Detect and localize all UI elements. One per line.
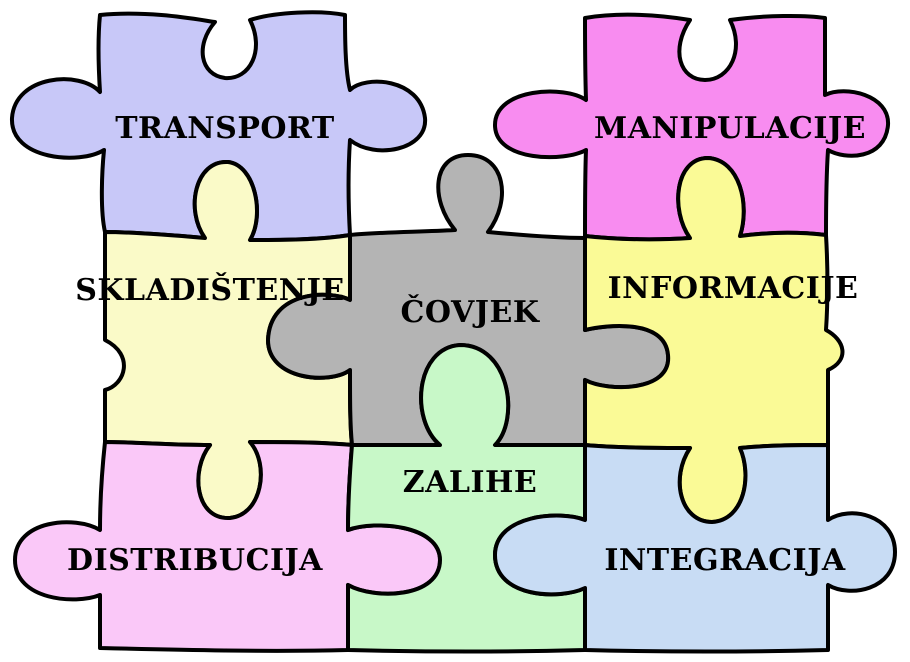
label-zalihe: ZALIHE <box>403 465 538 500</box>
label-informacije: INFORMACIJE <box>608 271 859 306</box>
label-covjek: ČOVJEK <box>401 294 540 330</box>
label-distribucija: DISTRIBUCIJA <box>67 543 323 578</box>
label-integracija: INTEGRACIJA <box>604 543 846 578</box>
label-transport: TRANSPORT <box>115 111 335 146</box>
label-manipulacije: MANIPULACIJE <box>594 111 866 146</box>
label-skladistenje: SKLADIŠTENJE <box>75 272 345 308</box>
piece-integracija <box>493 443 897 654</box>
